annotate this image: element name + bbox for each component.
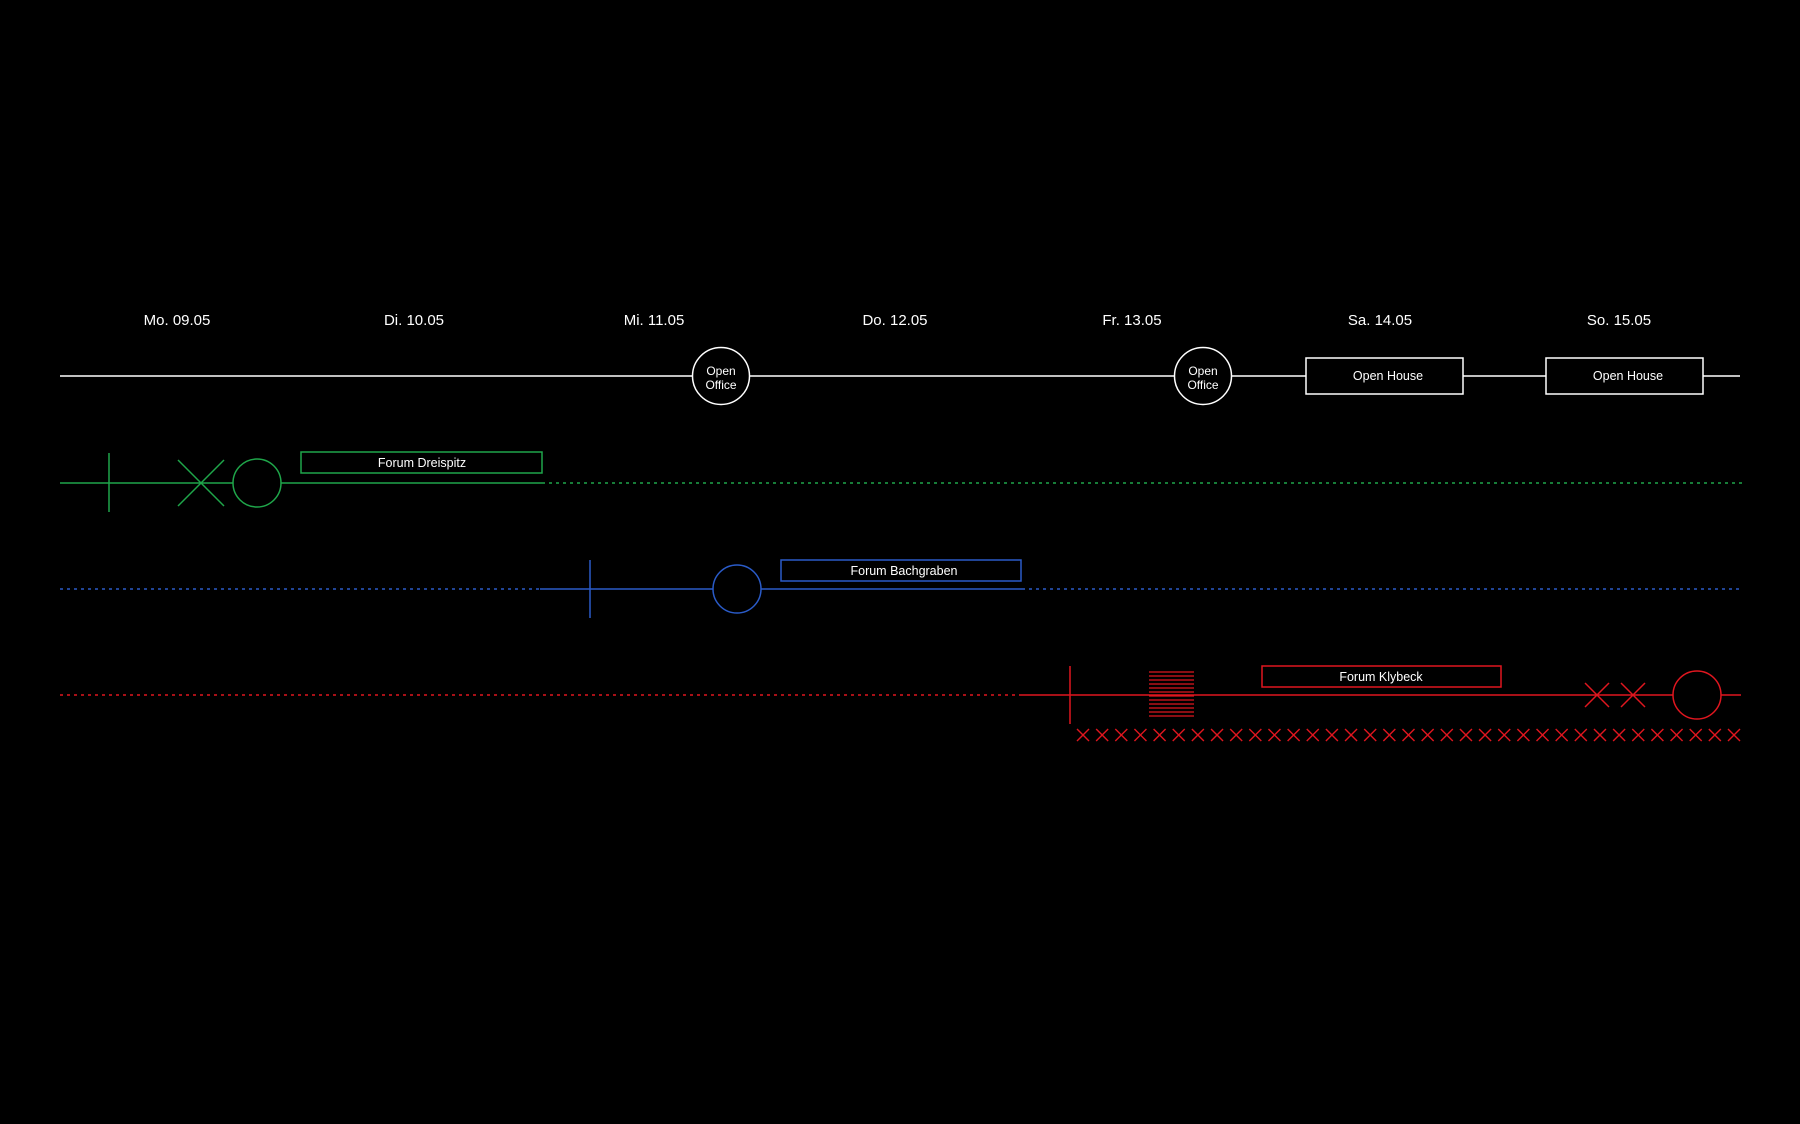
circle-icon [712, 564, 762, 614]
small-cross-icon [1191, 728, 1205, 742]
small-cross-icon [1325, 728, 1339, 742]
day-label-sa: Sa. 14.05 [1348, 312, 1412, 329]
cross-icon [1584, 682, 1610, 708]
day-label-di: Di. 10.05 [384, 312, 444, 329]
forum-bachgraben-rect [780, 559, 1022, 582]
forum-dreispitz-box: Forum Dreispitz [300, 451, 543, 474]
open-house-box-2: Open House [1545, 357, 1704, 395]
day-label-do: Do. 12.05 [862, 312, 927, 329]
cross-row [1076, 728, 1741, 742]
open-office-circle [691, 346, 751, 406]
open-house-rect [1545, 357, 1704, 395]
circle-icon [232, 458, 282, 508]
open-office-label-line2: Office [705, 378, 736, 392]
small-cross-icon [1670, 728, 1684, 742]
small-cross-icon [1248, 728, 1262, 742]
small-cross-icon [1287, 728, 1301, 742]
open-office-marker-1: Open Office [691, 346, 751, 406]
small-cross-icon [1267, 728, 1281, 742]
open-office-marker-2: Open Office [1173, 346, 1233, 406]
small-cross-icon [1306, 728, 1320, 742]
open-office-label-line2: Office [1187, 378, 1218, 392]
cross-icon [1620, 682, 1646, 708]
open-house-label: Open House [1593, 369, 1663, 383]
main-timeline: Open Office Open Office Open House Open … [60, 346, 1740, 406]
small-cross-icon [1650, 728, 1664, 742]
small-cross-icon [1708, 728, 1722, 742]
day-label-mi: Mi. 11.05 [624, 312, 685, 329]
circle-icon [1672, 670, 1722, 720]
small-cross-icon [1076, 728, 1090, 742]
hatch-block-icon [1149, 671, 1194, 717]
small-cross-icon [1440, 728, 1454, 742]
forum-bachgraben-box: Forum Bachgraben [780, 559, 1022, 582]
small-cross-icon [1363, 728, 1377, 742]
open-office-circle [1173, 346, 1233, 406]
small-cross-icon [1689, 728, 1703, 742]
open-house-rect [1305, 357, 1464, 395]
day-label-so: So. 15.05 [1587, 312, 1651, 329]
open-house-label: Open House [1353, 369, 1423, 383]
small-cross-icon [1133, 728, 1147, 742]
forum-bachgraben-label: Forum Bachgraben [850, 564, 957, 578]
day-labels: Mo. 09.05 Di. 10.05 Mi. 11.05 Do. 12.05 … [144, 312, 1651, 329]
small-cross-icon [1497, 728, 1511, 742]
open-office-label-line1: Open [1188, 364, 1217, 378]
small-cross-icon [1727, 728, 1741, 742]
day-label-fr: Fr. 13.05 [1102, 312, 1161, 329]
track-bachgraben: Forum Bachgraben [60, 559, 1742, 618]
small-cross-icon [1229, 728, 1243, 742]
small-cross-icon [1382, 728, 1396, 742]
small-cross-icon [1172, 728, 1186, 742]
small-cross-icon [1095, 728, 1109, 742]
small-cross-icon [1593, 728, 1607, 742]
forum-klybeck-box: Forum Klybeck [1261, 665, 1502, 688]
forum-dreispitz-label: Forum Dreispitz [378, 456, 466, 470]
track-dreispitz: Forum Dreispitz [60, 451, 1742, 512]
small-cross-icon [1114, 728, 1128, 742]
small-cross-icon [1536, 728, 1550, 742]
small-cross-icon [1210, 728, 1224, 742]
small-cross-icon [1555, 728, 1569, 742]
small-cross-icon [1459, 728, 1473, 742]
track-klybeck: Forum Klybeck [60, 665, 1741, 742]
forum-klybeck-label: Forum Klybeck [1339, 670, 1423, 684]
small-cross-icon [1631, 728, 1645, 742]
small-cross-icon [1421, 728, 1435, 742]
small-cross-icon [1612, 728, 1626, 742]
cross-icon [177, 459, 225, 507]
small-cross-icon [1402, 728, 1415, 742]
day-label-mo: Mo. 09.05 [144, 312, 211, 329]
small-cross-icon [1574, 728, 1588, 742]
forum-dreispitz-rect [300, 451, 543, 474]
small-cross-icon [1153, 728, 1167, 742]
small-cross-icon [1478, 728, 1492, 742]
open-house-box-1: Open House [1305, 357, 1464, 395]
forum-klybeck-rect [1261, 665, 1502, 688]
small-cross-icon [1344, 728, 1358, 742]
small-cross-icon [1516, 728, 1530, 742]
open-office-label-line1: Open [706, 364, 735, 378]
